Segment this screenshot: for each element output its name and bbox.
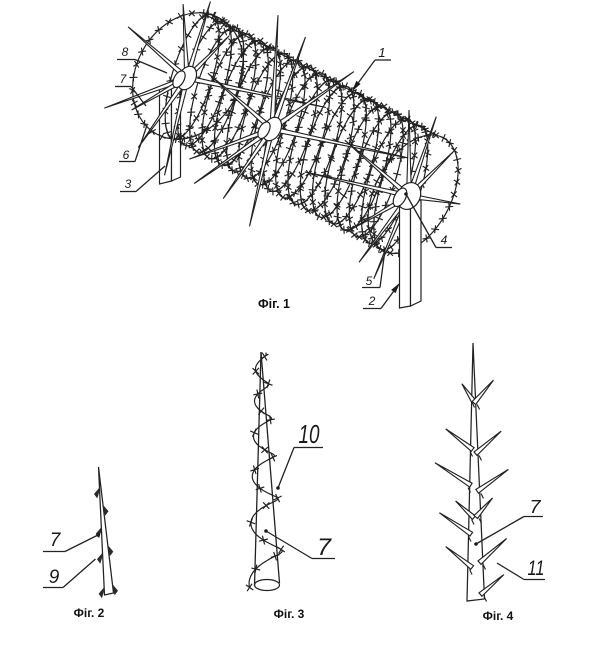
svg-text:7: 7 [120,72,128,86]
svg-text:Фіг. 3: Фіг. 3 [274,607,305,621]
svg-text:1: 1 [378,45,385,60]
svg-text:10: 10 [299,419,320,449]
svg-text:11: 11 [528,557,545,580]
svg-text:3: 3 [125,177,132,191]
svg-text:7: 7 [530,497,542,517]
svg-text:4: 4 [441,233,448,247]
svg-text:2: 2 [368,294,376,308]
svg-text:9: 9 [49,567,60,588]
svg-text:5: 5 [366,274,373,288]
svg-text:Фіг. 2: Фіг. 2 [74,606,105,620]
svg-text:7: 7 [317,534,333,561]
svg-text:6: 6 [123,148,130,162]
svg-text:7: 7 [50,530,62,551]
svg-text:8: 8 [122,45,129,59]
svg-text:Фіг. 1: Фіг. 1 [258,297,290,311]
svg-text:Фіг. 4: Фіг. 4 [483,609,514,623]
